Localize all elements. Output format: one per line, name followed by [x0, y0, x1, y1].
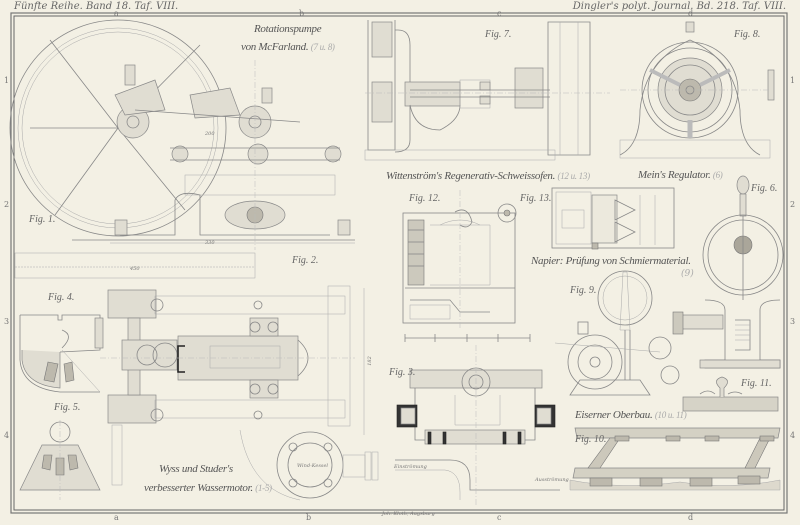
title-wyss-studer-ref: (1-5)	[255, 483, 272, 493]
grid-number-3-left: 3	[4, 317, 10, 326]
dim-fig1-inner: 200	[205, 131, 215, 137]
grid-number-1-right: 1	[790, 76, 796, 85]
plate-frame-outer	[10, 12, 788, 514]
fig10-label: Fig. 10.	[575, 434, 607, 445]
fig13-drawing	[551, 187, 675, 250]
fig11-drawing	[682, 376, 779, 412]
fig2-drawing	[14, 252, 379, 501]
annotation-ausstroemung: Ausströmung	[535, 477, 569, 483]
fig5-label: Fig. 5.	[54, 402, 81, 413]
grid-number-4-right: 4	[790, 431, 796, 440]
fig1-label: Fig. 1.	[29, 214, 56, 225]
grid-number-3-right: 3	[790, 317, 796, 326]
title-wyss-studer-line1: Wyss und Studer's	[159, 463, 233, 475]
title-napier: Napier: Prüfung von Schmiermaterial.	[531, 255, 691, 267]
fig9-drawing	[554, 270, 680, 396]
fig7-drawing	[364, 20, 610, 161]
title-wittenstrom: Wittenström's Regenerativ-Schweissofen. …	[386, 170, 590, 182]
title-wittenstrom-ref: (12 u. 13)	[557, 171, 591, 181]
grid-letter-d-top: d	[688, 9, 694, 18]
annotation-wind-kessel: Wind-Kessel	[297, 463, 329, 469]
fig6-drawing	[672, 175, 784, 369]
title-eiserner-oberbau-text: Eiserner Oberbau.	[575, 409, 653, 421]
title-wyss-studer-text: verbesserter Wassermotor.	[144, 482, 253, 494]
fig3-drawing	[395, 334, 560, 505]
title-mein-regulator-text: Mein's Regulator.	[638, 169, 711, 181]
fig2-label: Fig. 2.	[292, 255, 319, 266]
grid-letter-d-bottom: d	[688, 513, 694, 522]
fig4-label: Fig. 4.	[48, 292, 75, 303]
title-mein-regulator-ref: (6)	[712, 170, 723, 180]
title-eiserner-oberbau-ref: (10 u. 11)	[654, 410, 687, 420]
fig4-drawing	[19, 314, 104, 393]
fig12-drawing	[402, 190, 517, 330]
grid-number-2-right: 2	[790, 200, 796, 209]
fig5-drawing	[19, 420, 101, 500]
dim-fig2-width: 450	[130, 266, 140, 272]
grid-letter-b-top: b	[299, 9, 305, 18]
grid-letter-c-top: c	[497, 9, 502, 18]
fig7-label: Fig. 7.	[485, 29, 512, 40]
grid-number-1-left: 1	[4, 76, 10, 85]
title-rotation-pump-text: von McFarland.	[241, 41, 309, 53]
title-rotation-pump-line1: Rotationspumpe	[254, 23, 322, 35]
fig8-drawing	[619, 21, 775, 159]
fig8-label: Fig. 8.	[734, 29, 761, 40]
title-mein-regulator: Mein's Regulator. (6)	[638, 169, 723, 181]
title-napier-ref: (9)	[681, 269, 694, 279]
fig6-label: Fig. 6.	[751, 183, 778, 194]
fig9-label: Fig. 9.	[570, 285, 597, 296]
imprint: Joh. Kloth, Augsburg	[382, 511, 435, 517]
title-wyss-studer-line2: verbesserter Wassermotor. (1-5)	[144, 482, 272, 494]
grid-letter-c-bottom: c	[497, 513, 502, 522]
grid-number-4-left: 4	[4, 431, 10, 440]
grid-letter-a-bottom: a	[114, 513, 119, 522]
grid-letter-a-top: a	[114, 9, 119, 18]
fig1-drawing	[9, 19, 355, 250]
title-rotation-pump-line2: von McFarland. (7 u. 8)	[241, 41, 335, 53]
dim-fig2-height: 182	[366, 356, 373, 366]
fig3-label: Fig. 3.	[389, 367, 416, 378]
grid-letter-b-bottom: b	[306, 513, 312, 522]
fig11-label: Fig. 11.	[741, 378, 772, 389]
fig12-label: Fig. 12.	[409, 193, 441, 204]
dim-fig1-width: 330	[205, 240, 215, 246]
fig13-label: Fig. 13.	[520, 193, 552, 204]
plate-frame	[13, 15, 785, 511]
title-wittenstrom-text: Wittenström's Regenerativ-Schweissofen.	[386, 170, 556, 182]
fig10-drawing	[569, 427, 781, 491]
header-right: Dingler's polyt. Journal. Bd. 218. Taf. …	[572, 1, 786, 12]
grid-number-2-left: 2	[4, 200, 10, 209]
header-left: Fünfte Reihe. Band 18. Taf. VIII.	[14, 1, 179, 12]
title-eiserner-oberbau: Eiserner Oberbau. (10 u. 11)	[575, 409, 687, 421]
annotation-einstroemung: Einströmung	[394, 464, 427, 470]
title-rotation-pump-ref: (7 u. 8)	[310, 42, 335, 52]
